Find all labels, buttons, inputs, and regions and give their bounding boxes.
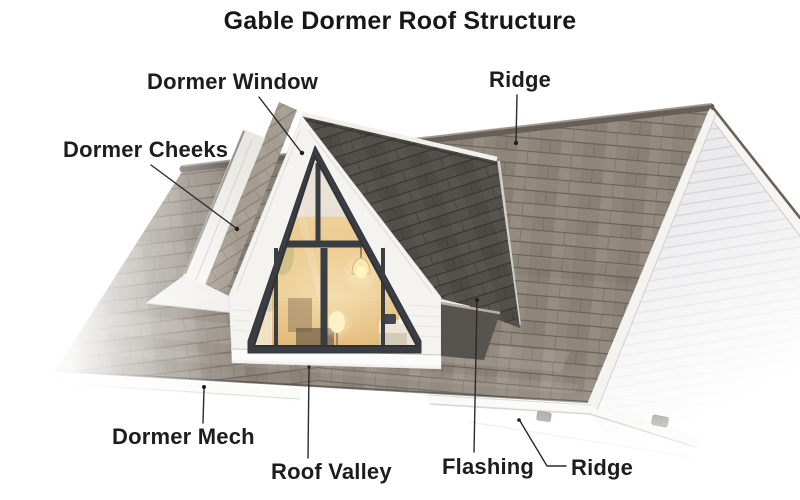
label-dormer-cheeks: Dormer Cheeks (63, 137, 228, 162)
page-title: Gable Dormer Roof Structure (224, 7, 577, 35)
leader-ridge-top (515, 94, 518, 143)
dot-flashing (475, 298, 479, 302)
label-roof-valley: Roof Valley (271, 459, 392, 484)
dormer-mech-soffit (441, 303, 500, 360)
window-glass-edge (252, 154, 419, 347)
window-muntins (274, 163, 385, 346)
dormer-right-roof-plane (302, 116, 520, 328)
leader-lines (150, 94, 567, 467)
dormer-ridge-cap (301, 111, 498, 162)
dormer-window (247, 145, 422, 354)
gable-back-shingle-edge (708, 103, 800, 221)
leader-ridge-bottom (519, 420, 567, 467)
leader-dormer-mech (202, 388, 205, 424)
leader-dots (202, 140, 521, 422)
dot-ridge-top (513, 140, 519, 146)
label-ridge-bottom: Ridge (571, 455, 633, 480)
label-dormer-window: Dormer Window (147, 69, 319, 94)
gable-rake-trim (710, 106, 800, 236)
label-ridge-top: Ridge (489, 67, 551, 92)
step-flashing-edge (440, 301, 501, 315)
dot-ridge-bottom (517, 418, 521, 422)
label-dormer-mech: Dormer Mech (112, 424, 255, 449)
dot-dormer-window (299, 150, 305, 156)
dot-roof-valley (307, 365, 311, 369)
front-rake-trim (589, 108, 716, 410)
leader-flashing (473, 300, 478, 453)
fade-bottom (0, 368, 800, 500)
leader-dormer-cheeks (150, 164, 237, 229)
interior-wardrobe (288, 298, 312, 332)
floor-lamp (321, 308, 353, 346)
dot-dormer-cheeks (234, 226, 240, 232)
dot-dormer-mech (202, 385, 206, 389)
label-flashing: Flashing (442, 454, 534, 479)
leader-dormer-window (258, 96, 302, 153)
leader-roof-valley (307, 367, 310, 459)
